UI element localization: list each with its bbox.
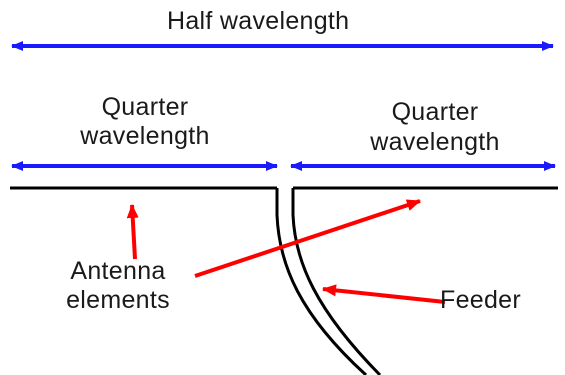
- quarter-wavelength-right-label-line2: wavelength: [370, 128, 500, 156]
- feeder-conductor-right: [291, 188, 382, 375]
- antenna-pointer-up-arrow: [126, 204, 139, 260]
- quarter-wavelength-left-label-line1: Quarter: [101, 93, 189, 121]
- feeder-label: Feeder: [440, 286, 522, 314]
- antenna-elements-label-line2: elements: [66, 286, 170, 314]
- half-wavelength-label: Half wavelength: [167, 7, 350, 35]
- feeder-conductor-left: [275, 188, 368, 375]
- quarter-wavelength-right-label-line1: Quarter: [391, 98, 479, 126]
- antenna-pointer-right-arrow: [194, 199, 421, 278]
- quarter-wavelength-left-label-line2: wavelength: [80, 122, 210, 150]
- feeder-pointer-arrow: [322, 284, 446, 304]
- antenna-elements-label-line1: Antenna: [70, 257, 166, 285]
